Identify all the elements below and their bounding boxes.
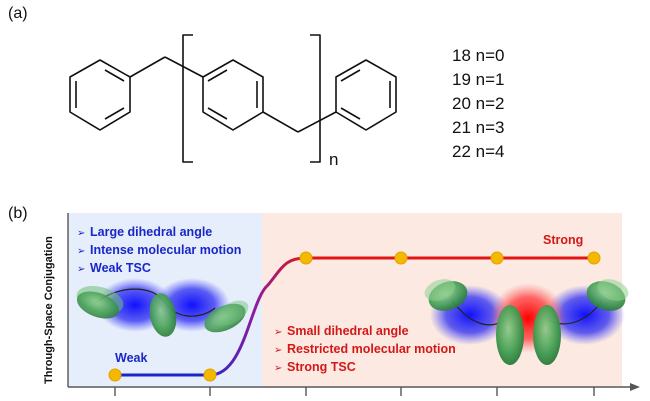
panel-a-label: (a) (8, 5, 28, 22)
right-bracket (310, 34, 321, 163)
weak-feature-item: ➢Large dihedral angle (77, 225, 213, 239)
compound-22: 22 n=4 (452, 142, 505, 161)
compound-20: 20 n=2 (452, 94, 505, 113)
repeat-subscript: n (329, 150, 339, 169)
transition-segment (209, 256, 307, 377)
point-end (587, 251, 601, 265)
compound-19: 19 n=1 (452, 70, 505, 89)
weak-feature-item: ➢Intense molecular motion (77, 243, 242, 257)
weak-molecule-illustration (76, 278, 249, 337)
compound-21: 21 n=3 (452, 118, 505, 137)
x-axis-arrow (630, 383, 640, 391)
point-18 (108, 368, 122, 382)
left-bracket (182, 34, 193, 163)
benzene-ring-right (335, 59, 397, 131)
panel-b-label: (b) (8, 205, 28, 222)
weak-feature-item: ➢Weak TSC (77, 261, 151, 275)
strong-molecule-illustration (424, 279, 629, 365)
strong-feature-item: ➢Restricted molecular motion (274, 342, 456, 356)
point-20 (299, 251, 313, 265)
point-22 (490, 251, 504, 265)
polyphenylene-structure (69, 34, 397, 163)
compound-list: 18 n=0 19 n=1 20 n=2 21 n=3 22 n=4 (452, 44, 505, 164)
point-21 (394, 251, 408, 265)
compound-18: 18 n=0 (452, 46, 505, 65)
strong-feature-item: ➢Strong TSC (274, 360, 356, 374)
strong-feature-item: ➢Small dihedral angle (274, 324, 409, 338)
point-19 (203, 368, 217, 382)
weak-features-list: ➢Large dihedral angle ➢Intense molecular… (77, 224, 241, 278)
strong-label: Strong (543, 233, 584, 247)
strong-features-list: ➢Small dihedral angle ➢Restricted molecu… (274, 323, 456, 377)
benzene-ring-middle (202, 59, 264, 131)
y-axis-label: Through-Space Conjugation (43, 236, 55, 384)
tsc-curve (115, 256, 594, 377)
weak-label: Weak (115, 351, 148, 365)
